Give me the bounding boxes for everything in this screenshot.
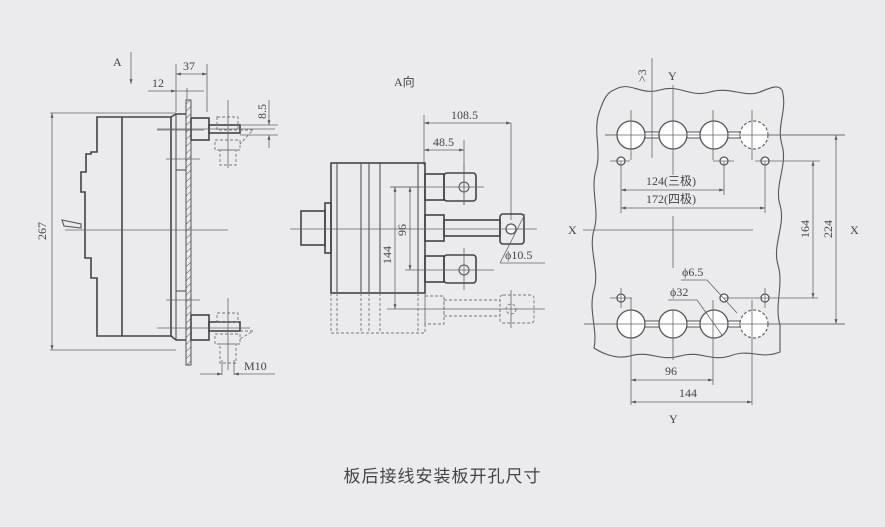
axis-x-right: X xyxy=(850,223,859,237)
a-view-title: A向 xyxy=(394,74,415,89)
dim-108-5: 108.5 xyxy=(451,108,478,122)
dim-224: 224 xyxy=(821,220,835,238)
dim-96-cutout: 96 xyxy=(665,364,677,378)
dim-144-cutout: 144 xyxy=(679,386,697,400)
a-view: A向 108.5 48.5 xyxy=(290,74,545,334)
dim-124-3pole: 124(三极) xyxy=(646,174,696,188)
drawing-caption: 板后接线安装板开孔尺寸 xyxy=(343,467,542,487)
dim-144-a: 144 xyxy=(380,246,394,264)
dim-gap-3: >3 xyxy=(635,69,649,82)
side-view: A 37 12 267 xyxy=(35,52,278,376)
dim-m10: M10 xyxy=(244,359,267,373)
panel-outline xyxy=(591,86,785,359)
dim-164: 164 xyxy=(798,220,812,238)
panel-cutout: >3 Y 124(三极) 172(四极) X X 164 224 xyxy=(568,58,859,426)
axis-y-top: Y xyxy=(668,69,677,83)
dim-48-5: 48.5 xyxy=(433,135,454,149)
dim-96-a: 96 xyxy=(395,224,409,236)
axis-y-bottom: Y xyxy=(669,412,678,426)
dim-37: 37 xyxy=(183,59,195,73)
arrow-label-a: A xyxy=(113,55,122,69)
dim-172-4pole: 172(四极) xyxy=(646,192,696,206)
dim-267: 267 xyxy=(35,222,49,240)
dim-8-5: 8.5 xyxy=(255,104,269,119)
axis-x-left: X xyxy=(568,223,577,237)
dim-hole-32: ϕ32 xyxy=(670,285,688,299)
dim-hole-10-5: ϕ10.5 xyxy=(505,248,532,262)
dim-hole-6-5: ϕ6.5 xyxy=(682,265,703,279)
dim-12: 12 xyxy=(152,76,164,90)
